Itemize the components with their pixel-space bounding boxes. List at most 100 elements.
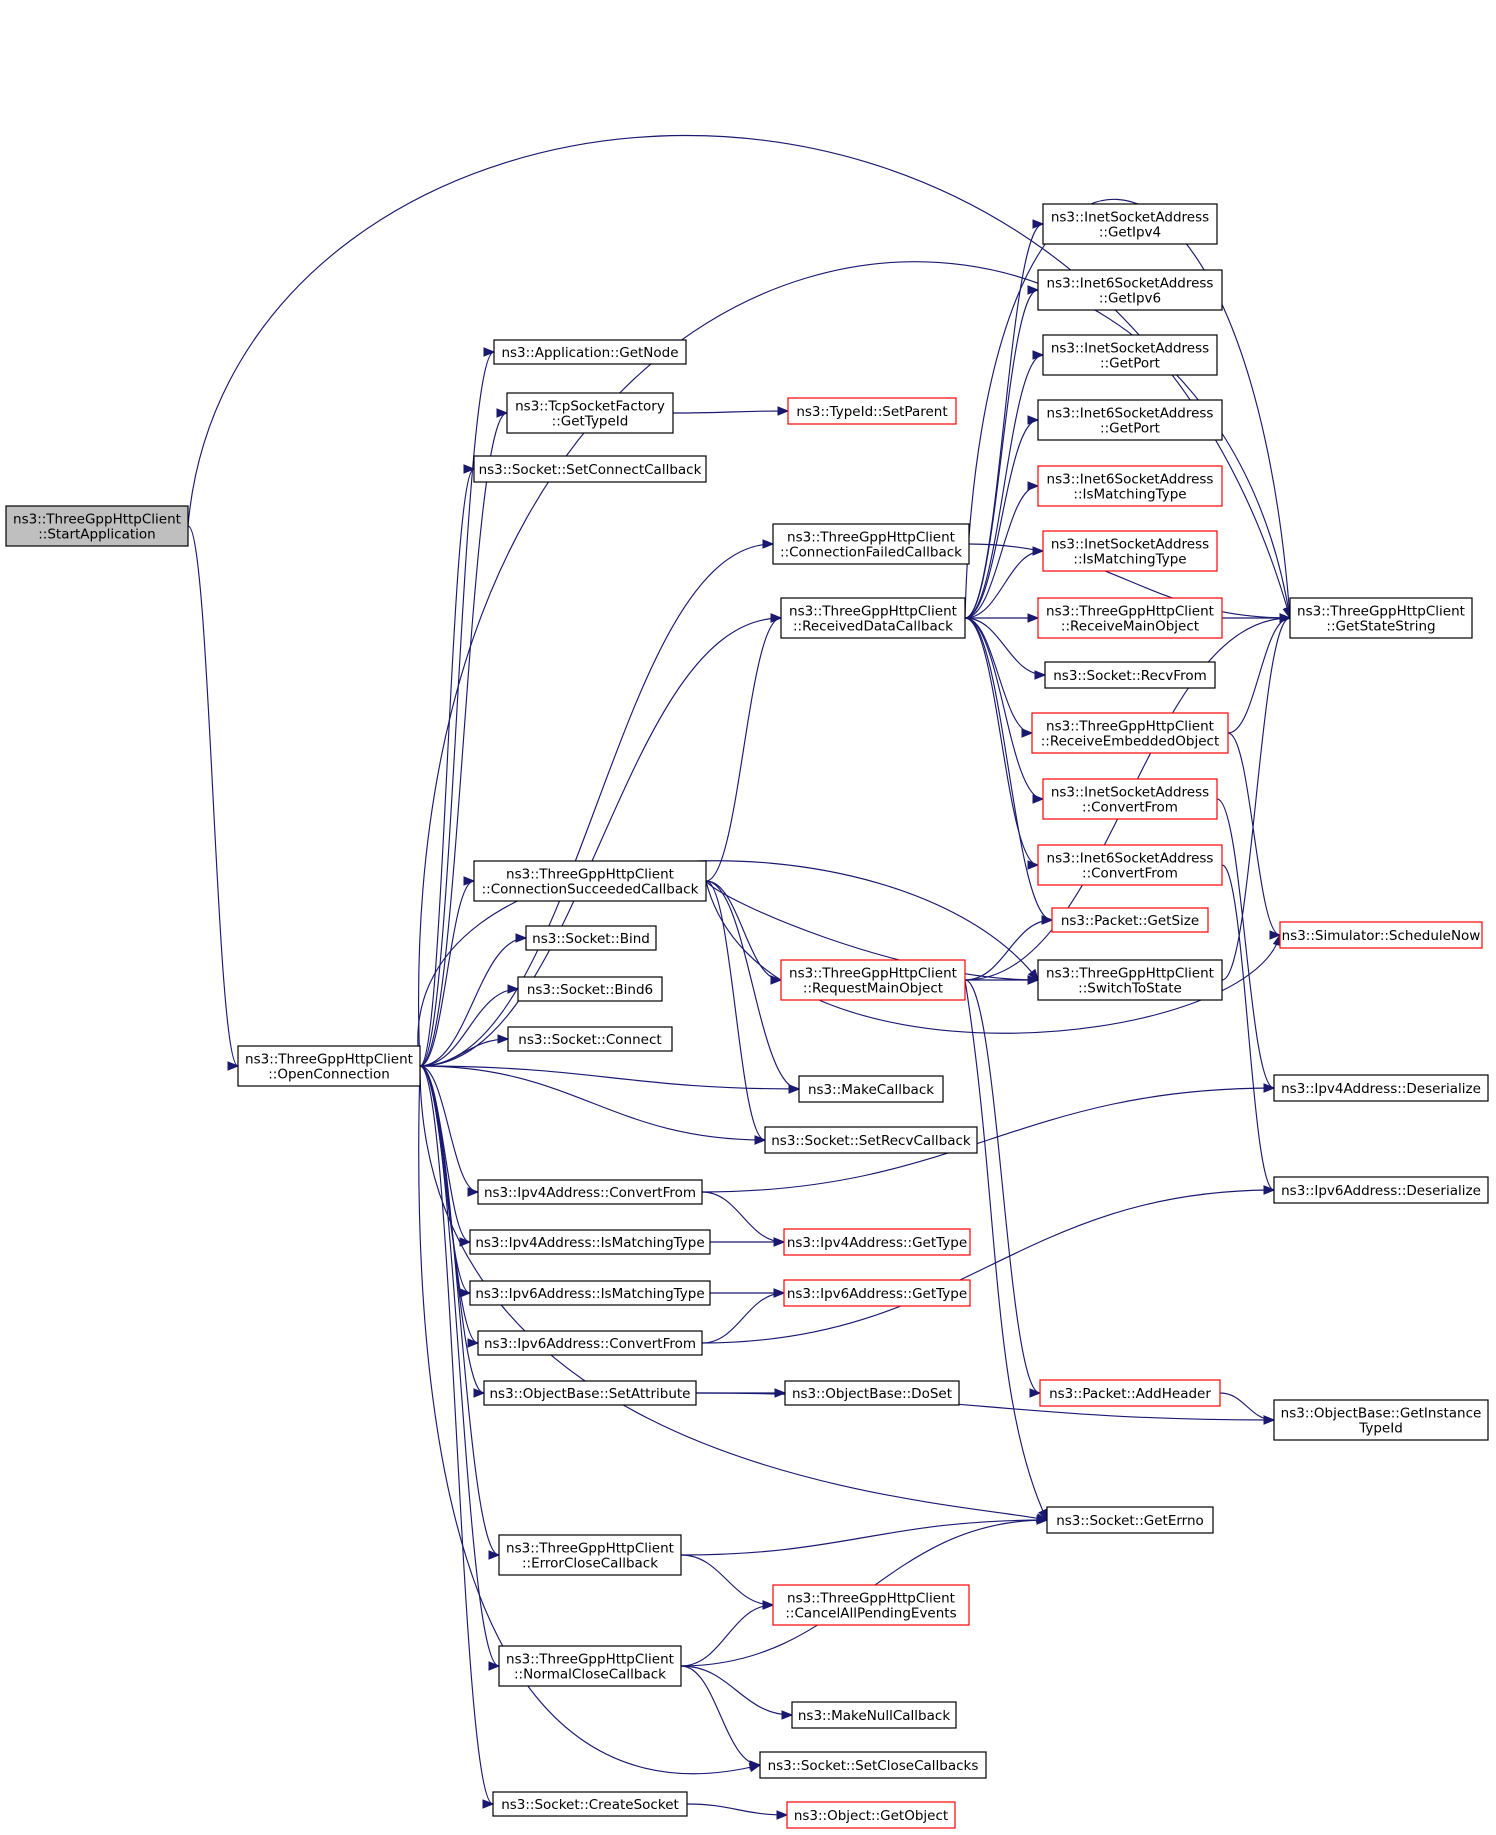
node-label-line: ns3::Socket::Connect xyxy=(518,1032,661,1048)
node-box xyxy=(1044,661,1216,689)
node-open[interactable]: ns3::ThreeGppHttpClient::OpenConnection xyxy=(237,1045,421,1087)
node-getobject[interactable]: ns3::Object::GetObject xyxy=(786,1801,956,1829)
node-label-line: ns3::Object::GetObject xyxy=(794,1808,948,1824)
node-bind[interactable]: ns3::Socket::Bind xyxy=(525,925,657,951)
arrowhead-recvemb-to-schednow xyxy=(1269,930,1282,940)
node-box xyxy=(477,1330,703,1356)
arrowhead-setattr-to-doset xyxy=(774,1388,787,1398)
node-connfail[interactable]: ns3::ThreeGppHttpClient::ConnectionFaile… xyxy=(772,523,970,565)
node-bind6[interactable]: ns3::Socket::Bind6 xyxy=(517,976,663,1002)
call-edge-errclose-to-geterrno xyxy=(680,1519,1048,1556)
arrowhead-open-to-connect xyxy=(497,1034,510,1044)
node-box xyxy=(1037,959,1223,1001)
node-doset[interactable]: ns3::ObjectBase::DoSet xyxy=(784,1380,960,1406)
arrowhead-open-to-getnode xyxy=(483,347,496,357)
node-ipv6type[interactable]: ns3::Ipv6Address::GetType xyxy=(783,1279,971,1307)
node-label-line: ns3::Inet6SocketAddress xyxy=(1047,406,1214,422)
node-setparent[interactable]: ns3::TypeId::SetParent xyxy=(787,397,957,425)
arrowhead-recvdata-to-recvfrom xyxy=(1034,670,1047,680)
call-edge-start-to-open xyxy=(187,525,239,1067)
node-cancelall[interactable]: ns3::ThreeGppHttpClient::CancelAllPendin… xyxy=(772,1584,970,1626)
call-edge-open-to-ipv4conv xyxy=(419,1065,479,1193)
node-ipv6deser[interactable]: ns3::Ipv6Address::Deserialize xyxy=(1273,1176,1489,1204)
call-edge-ipv4conv-to-ipv4type xyxy=(701,1191,785,1243)
node-setclose[interactable]: ns3::Socket::SetCloseCallbacks xyxy=(759,1751,987,1779)
node-label-line: ns3::ObjectBase::GetInstance xyxy=(1281,1406,1482,1422)
node-makenull[interactable]: ns3::MakeNullCallback xyxy=(791,1701,957,1729)
function-nodes: ns3::ThreeGppHttpClient::StartApplicatio… xyxy=(5,203,1489,1829)
node-createsock[interactable]: ns3::Socket::CreateSocket xyxy=(492,1791,688,1817)
call-edge-ipv4conv-to-ipv4deser xyxy=(701,1087,1275,1193)
node-recvmain[interactable]: ns3::ThreeGppHttpClient::ReceiveMainObje… xyxy=(1037,597,1223,639)
node-switchto[interactable]: ns3::ThreeGppHttpClient::SwitchToState xyxy=(1037,959,1223,1001)
node-setattr[interactable]: ns3::ObjectBase::SetAttribute xyxy=(483,1380,697,1406)
node-box xyxy=(1037,465,1223,507)
node-ipv6match[interactable]: ns3::Ipv6Address::IsMatchingType xyxy=(469,1280,711,1306)
node-setconn[interactable]: ns3::Socket::SetConnectCallback xyxy=(473,455,707,483)
node-label-line: ns3::Packet::GetSize xyxy=(1061,913,1199,929)
node-ipv4conv[interactable]: ns3::Ipv4Address::ConvertFrom xyxy=(477,1179,703,1205)
node-start[interactable]: ns3::ThreeGppHttpClient::StartApplicatio… xyxy=(5,505,189,547)
node-label-line: ns3::Ipv6Address::Deserialize xyxy=(1281,1183,1481,1199)
node-label-line: ::ReceivedDataCallback xyxy=(793,619,953,635)
node-inetport[interactable]: ns3::InetSocketAddress::GetPort xyxy=(1042,334,1218,376)
node-box xyxy=(1037,844,1223,886)
node-recvemb[interactable]: ns3::ThreeGppHttpClient::ReceiveEmbedded… xyxy=(1031,712,1229,754)
node-inet6port[interactable]: ns3::Inet6SocketAddress::GetPort xyxy=(1037,399,1223,441)
call-edge-connfail-to-getstate xyxy=(968,543,1291,619)
node-label-line: ns3::InetSocketAddress xyxy=(1051,785,1209,801)
arrowhead-recvdata-to-inet6ipv6 xyxy=(1027,285,1040,295)
call-edge-connsucc-to-reqmain xyxy=(705,880,782,981)
node-inetipv4[interactable]: ns3::InetSocketAddress::GetIpv4 xyxy=(1042,203,1218,245)
node-addheader[interactable]: ns3::Packet::AddHeader xyxy=(1039,1379,1221,1407)
node-ipv4deser[interactable]: ns3::Ipv4Address::Deserialize xyxy=(1273,1074,1489,1102)
node-inetmatch[interactable]: ns3::InetSocketAddress::IsMatchingType xyxy=(1042,530,1218,572)
call-edge-open-to-makecb xyxy=(419,1065,800,1090)
node-ipv4match[interactable]: ns3::Ipv4Address::IsMatchingType xyxy=(469,1229,711,1255)
node-getnode[interactable]: ns3::Application::GetNode xyxy=(493,339,687,365)
node-label-line: ::GetStateString xyxy=(1326,619,1435,635)
call-edge-ipv6conv-to-ipv6deser xyxy=(701,1189,1275,1344)
node-normclose[interactable]: ns3::ThreeGppHttpClient::NormalCloseCall… xyxy=(498,1645,682,1687)
node-box xyxy=(498,1645,682,1687)
arrowhead-addheader-to-getinst xyxy=(1263,1415,1276,1425)
node-ipv4type[interactable]: ns3::Ipv4Address::GetType xyxy=(783,1228,971,1256)
call-edge-inetconv-to-ipv4deser xyxy=(1216,798,1275,1089)
arrowhead-recvdata-to-inet6match xyxy=(1027,481,1040,491)
call-edge-open-to-setconn xyxy=(419,468,475,1067)
node-inet6ipv6[interactable]: ns3::Inet6SocketAddress::GetIpv6 xyxy=(1037,269,1223,311)
arrowhead-normclose-to-geterrno xyxy=(1036,1515,1049,1525)
node-makecb[interactable]: ns3::MakeCallback xyxy=(798,1075,944,1103)
node-label-line: ::ConvertFrom xyxy=(1082,866,1178,882)
node-setrecv[interactable]: ns3::Socket::SetRecvCallback xyxy=(764,1126,978,1154)
node-box xyxy=(1046,1506,1214,1534)
node-box xyxy=(506,392,674,434)
node-recvdata[interactable]: ns3::ThreeGppHttpClient::ReceivedDataCal… xyxy=(780,597,966,639)
call-edge-recvdata-to-inet6conv xyxy=(964,617,1039,866)
node-recvfrom[interactable]: ns3::Socket::RecvFrom xyxy=(1044,661,1216,689)
node-schednow[interactable]: ns3::Simulator::ScheduleNow xyxy=(1279,921,1483,949)
node-geterrno[interactable]: ns3::Socket::GetErrno xyxy=(1046,1506,1214,1534)
node-ipv6conv[interactable]: ns3::Ipv6Address::ConvertFrom xyxy=(477,1330,703,1356)
node-inetconv[interactable]: ns3::InetSocketAddress::ConvertFrom xyxy=(1042,778,1218,820)
node-getsize[interactable]: ns3::Packet::GetSize xyxy=(1051,907,1209,933)
node-errclose[interactable]: ns3::ThreeGppHttpClient::ErrorCloseCallb… xyxy=(498,1534,682,1576)
node-connect[interactable]: ns3::Socket::Connect xyxy=(507,1026,673,1052)
node-reqmain[interactable]: ns3::ThreeGppHttpClient::RequestMainObje… xyxy=(780,959,966,1001)
call-edge-open-to-ipv4match xyxy=(419,1065,471,1243)
arrowhead-recvdata-to-recvemb xyxy=(1021,728,1034,738)
node-label-line: ::StartApplication xyxy=(38,527,156,543)
arrowhead-open-to-connsucc xyxy=(463,876,476,886)
node-getstate[interactable]: ns3::ThreeGppHttpClient::GetStateString xyxy=(1289,597,1473,639)
node-box xyxy=(517,976,663,1002)
arrowhead-open-to-tcpsf xyxy=(496,408,509,418)
node-box xyxy=(1031,712,1229,754)
node-box xyxy=(1042,778,1218,820)
node-inet6conv[interactable]: ns3::Inet6SocketAddress::ConvertFrom xyxy=(1037,844,1223,886)
node-label-line: ns3::Inet6SocketAddress xyxy=(1047,851,1214,867)
node-connsucc[interactable]: ns3::ThreeGppHttpClient::ConnectionSucce… xyxy=(473,860,707,902)
node-tcpsf[interactable]: ns3::TcpSocketFactory::GetTypeId xyxy=(506,392,674,434)
node-inet6match[interactable]: ns3::Inet6SocketAddress::IsMatchingType xyxy=(1037,465,1223,507)
node-box xyxy=(1042,203,1218,245)
